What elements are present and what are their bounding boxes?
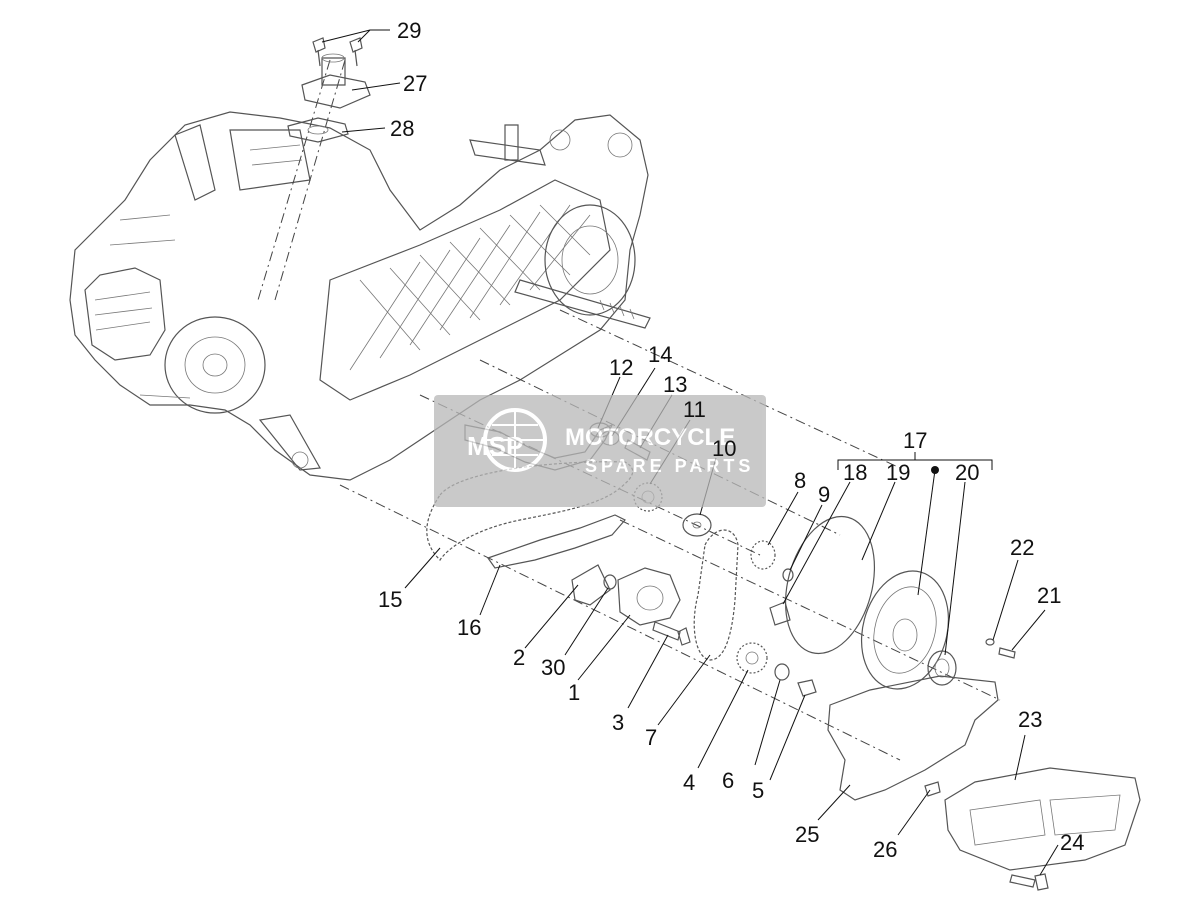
- callout-3: 3: [612, 710, 624, 735]
- callout-15: 15: [378, 587, 402, 612]
- part-2-plate: [571, 564, 611, 606]
- reference-dot: [931, 466, 939, 474]
- part-24-bolt: [1009, 873, 1049, 891]
- callout-23: 23: [1018, 707, 1042, 732]
- watermark-panel: [434, 395, 766, 507]
- callout-20: 20: [955, 460, 979, 485]
- callout-28: 28: [390, 116, 414, 141]
- callout-8: 8: [794, 468, 806, 493]
- part-16-chain-guide: [487, 514, 626, 569]
- callout-25: 25: [795, 822, 819, 847]
- callout-5: 5: [752, 778, 764, 803]
- callout-26: 26: [873, 837, 897, 862]
- part-27-chain-tensioner: [301, 53, 371, 109]
- callout-9: 9: [818, 482, 830, 507]
- callout-6: 6: [722, 768, 734, 793]
- part-6-washer: [774, 663, 790, 681]
- part-30-o-ring: [603, 574, 617, 590]
- part-23-oil-sump: [944, 767, 1141, 871]
- callout-19: 19: [886, 460, 910, 485]
- callout-16: 16: [457, 615, 481, 640]
- callout-18: 18: [843, 460, 867, 485]
- callout-4: 4: [683, 770, 695, 795]
- part-3-bolt: [652, 621, 691, 646]
- watermark: MSP MOTORCYCLE SPARE PARTS: [434, 395, 766, 507]
- part-19-seal-ring: [784, 515, 876, 655]
- part-20-oil-seal: [927, 650, 957, 686]
- part-25-sump-gasket: [827, 675, 999, 801]
- callout-29: 29: [397, 18, 421, 43]
- callout-12: 12: [609, 355, 633, 380]
- part-10-washer: [682, 513, 712, 537]
- callout-10: 10: [712, 436, 736, 461]
- watermark-line1: MOTORCYCLE: [565, 424, 735, 451]
- callout-17: 17: [903, 428, 927, 453]
- callout-11: 11: [683, 397, 706, 422]
- callout-2: 2: [513, 645, 525, 670]
- part-29-bolts: [312, 37, 363, 67]
- part-26-dowel: [924, 781, 941, 797]
- part-28-gasket: [287, 117, 349, 143]
- callout-7: 7: [645, 725, 657, 750]
- callout-13: 13: [663, 372, 687, 397]
- callout-22: 22: [1010, 535, 1034, 560]
- part-1-oil-pump: [617, 567, 681, 626]
- callout-27: 27: [403, 71, 427, 96]
- callout-30: 30: [541, 655, 565, 680]
- callout-14: 14: [648, 342, 672, 367]
- callout-24: 24: [1060, 830, 1084, 855]
- part-21-screw: [998, 647, 1016, 659]
- watermark-logo-text: MSP: [467, 431, 523, 461]
- part-18-insert: [769, 601, 791, 626]
- part-22-washer: [985, 638, 995, 646]
- part-4-sprocket: [736, 642, 768, 674]
- engine-block-illustration: [69, 111, 651, 481]
- watermark-line2: SPARE PARTS: [585, 456, 754, 476]
- callout-1: 1: [568, 680, 580, 705]
- callout-labels: 29 27 28 12 14 13 11 10 8 9 17 18 19 20 …: [378, 18, 1084, 862]
- part-5-nut: [797, 679, 817, 697]
- part-8-gear: [750, 540, 776, 570]
- callout-21: 21: [1037, 583, 1061, 608]
- part-17-pump-cover: [860, 570, 950, 690]
- part-7-pump-chain: [693, 529, 739, 661]
